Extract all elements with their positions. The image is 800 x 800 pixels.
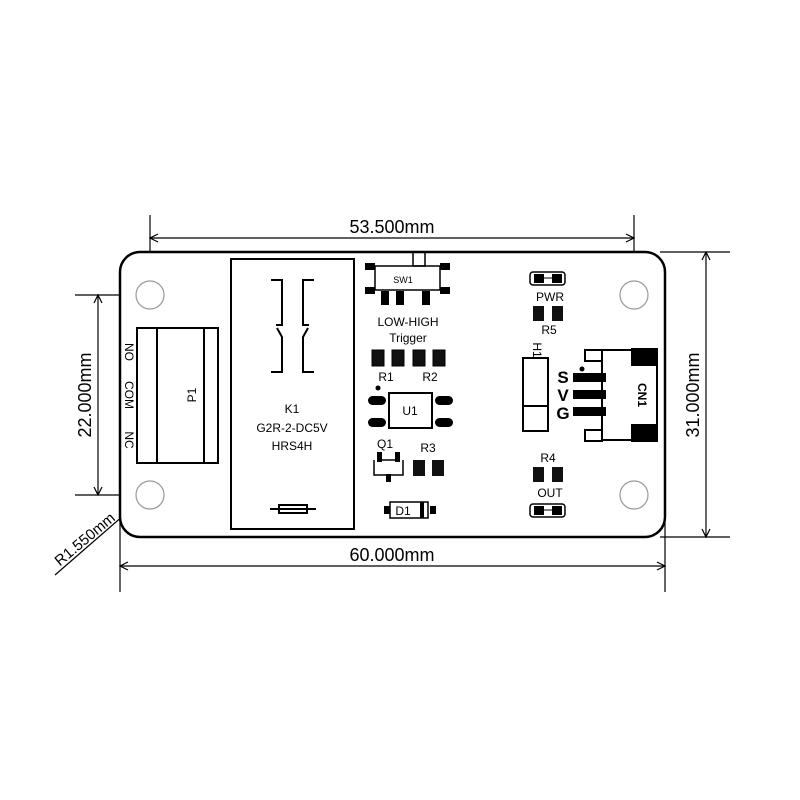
r5-pad (533, 306, 544, 321)
u1-label: U1 (402, 404, 418, 418)
mounting-hole (619, 280, 649, 310)
ic-u1 (388, 392, 433, 429)
pin-nc-label: NC (122, 431, 136, 449)
pin-s-label: S (557, 368, 568, 387)
dim-hole-spacing-y: 22.000mm (75, 352, 95, 437)
relay-k1 (230, 258, 355, 530)
q1-label: Q1 (377, 437, 393, 451)
dim-board-width: 60.000mm (349, 545, 434, 565)
d1-label: D1 (395, 504, 411, 518)
p1-label: P1 (185, 387, 199, 402)
switch-sw1[interactable] (365, 251, 450, 305)
led-out (529, 503, 566, 518)
dim-board-height: 31.000mm (683, 352, 703, 437)
fuse-icon (270, 504, 316, 514)
relay-contact-icon (271, 279, 314, 373)
r2-label: R2 (422, 370, 438, 384)
r1-pad (371, 349, 385, 367)
r4-pad (533, 467, 544, 482)
h1-label: H1 (530, 342, 544, 358)
switch-trigger-label: Trigger (389, 331, 427, 345)
r5-label: R5 (541, 323, 557, 337)
relay-model: G2R-2-DC5V (256, 421, 327, 435)
r2-pad (412, 349, 426, 367)
r3-label: R3 (420, 441, 436, 455)
transistor-q1 (373, 452, 404, 482)
connector-cn1 (573, 348, 658, 442)
relay-ref: K1 (285, 402, 300, 416)
mounting-hole (135, 280, 165, 310)
mounting-hole (135, 480, 165, 510)
r3-pad (413, 460, 425, 476)
out-label: OUT (537, 486, 563, 500)
pin-com-label: COM (122, 381, 136, 409)
mounting-hole (619, 480, 649, 510)
switch-mode-label: LOW-HIGH (377, 315, 438, 329)
terminal-p1 (136, 327, 219, 464)
pin-v-label: V (557, 386, 569, 405)
sw1-label: SW1 (393, 275, 413, 285)
board-outline (118, 250, 667, 539)
r1-label: R1 (378, 370, 394, 384)
r4-label: R4 (540, 451, 556, 465)
pin-g-label: G (556, 404, 569, 423)
dim-hole-spacing-x: 53.500mm (349, 217, 434, 237)
pwr-label: PWR (536, 290, 564, 304)
led-pwr (529, 271, 566, 286)
dim-corner-radius: R1.550mm (52, 509, 119, 569)
pin-no-label: NO (122, 343, 136, 361)
relay-alt: HRS4H (272, 439, 313, 453)
diode-d1 (384, 501, 436, 519)
cn1-label: CN1 (635, 383, 649, 407)
header-h1 (522, 357, 549, 432)
